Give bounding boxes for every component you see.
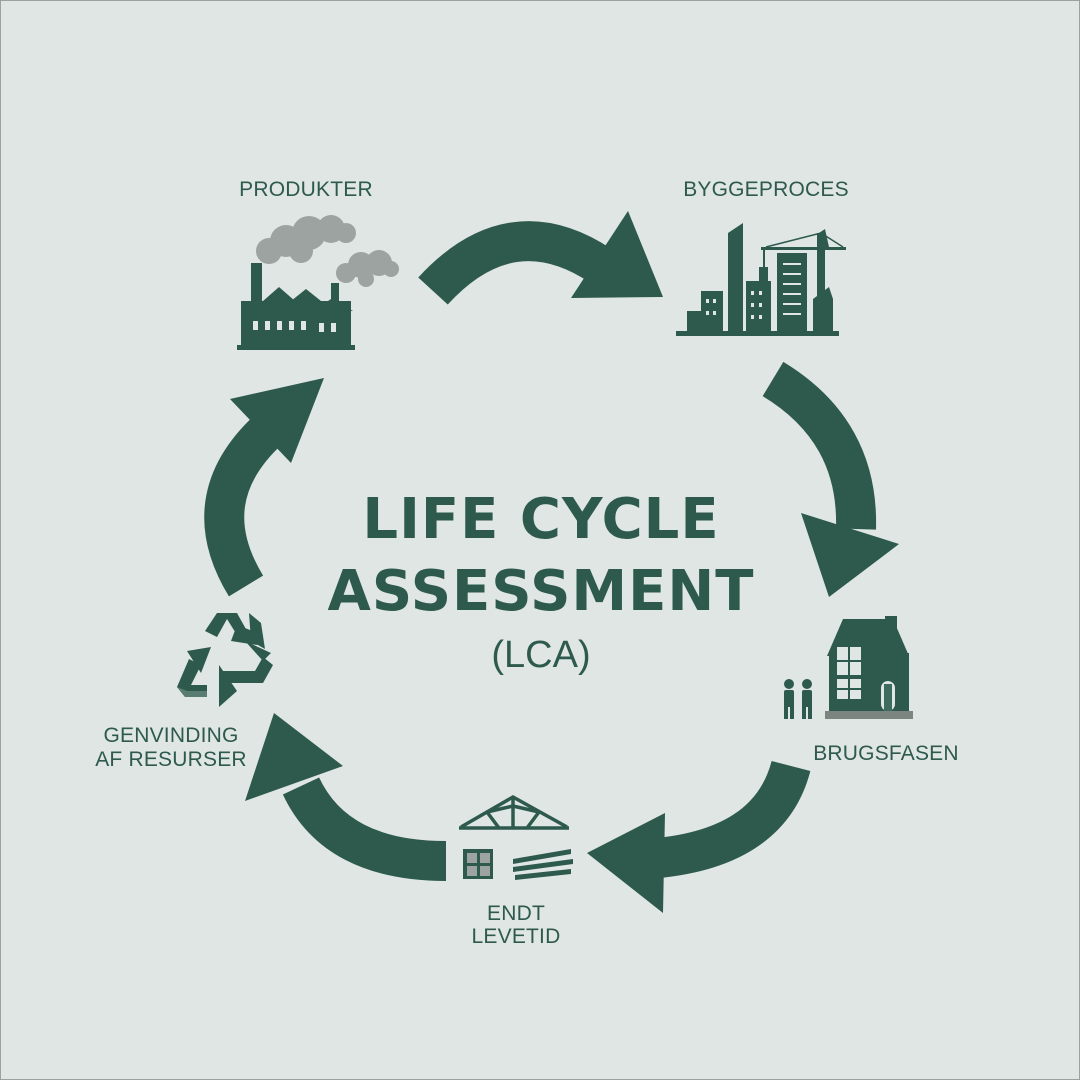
arrowhead-5 [230,378,324,463]
stage-label-genvinding-line1: GENVINDING [103,724,239,747]
arrowhead-2 [801,513,899,597]
arrow-byggeproces-to-brugsfasen [762,361,877,530]
title-line-2: ASSESSMENT [327,559,755,624]
arrow-brugsfasen-to-endt [644,760,811,879]
stage-label-endt-line2: LEVETID [471,925,561,948]
arrow-endt-to-genvinding [282,776,447,881]
arrowhead-4 [245,713,343,801]
arrowhead-1 [571,211,663,298]
stage-label-brugsfasen: BRUGSFASEN [813,742,959,765]
title-line-1: LIFE CYCLE [362,487,720,552]
stage-label-produkter: PRODUKTER [239,178,373,201]
title-line-3: (LCA) [491,634,591,676]
arrow-genvinding-to-produkter [204,414,283,597]
arrowhead-3 [587,813,665,913]
stage-label-genvinding-line2: AF RESURSER [95,748,247,771]
stage-label-byggeproces: BYGGEPROCES [683,178,849,201]
arrow-produkter-to-byggeproces [418,221,613,305]
stage-label-endt-line1: ENDT [487,902,545,925]
